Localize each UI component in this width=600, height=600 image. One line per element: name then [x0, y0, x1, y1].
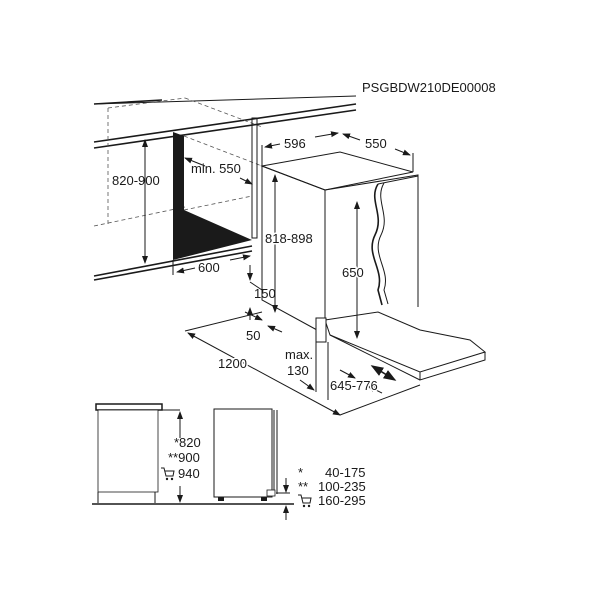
height-900: **900: [168, 450, 200, 465]
cart-icon: [298, 494, 312, 508]
door-height-label: 650: [342, 265, 364, 280]
range-mark-2: **: [298, 479, 308, 494]
side-view-appliance: [213, 408, 278, 501]
range-value-1: 40-175: [325, 465, 365, 480]
height-940: 940: [178, 466, 200, 481]
appliance-width-label: 596: [284, 136, 306, 151]
dishwasher: [260, 151, 487, 381]
height-820: *820: [174, 435, 201, 450]
slide-arrow-icon: [370, 365, 397, 381]
niche-side-wall: [173, 132, 252, 260]
niche-height-label: 820-900: [112, 173, 160, 188]
plinth-height-label: 150: [254, 286, 276, 301]
plinth-gap-label: 50: [246, 328, 260, 343]
niche-width-label: 600: [198, 260, 220, 275]
appliance-depth-label: 550: [365, 136, 387, 151]
plinth-depth-label: 645-776: [330, 378, 378, 393]
side-view-cabinet: [92, 403, 294, 505]
niche: [93, 95, 357, 281]
max-label: max.: [285, 347, 313, 362]
niche-depth-label: min. 550: [191, 161, 241, 176]
door-clearance-label: 1200: [218, 356, 247, 371]
cart-icon: [161, 467, 175, 481]
range-value-2: 100-235: [318, 479, 366, 494]
range-value-3: 160-295: [318, 493, 366, 508]
appliance-height-label: 818-898: [265, 231, 313, 246]
range-mark-1: *: [298, 465, 303, 480]
max-value: 130: [287, 363, 309, 378]
model-code: PSGBDW210DE00008: [362, 80, 496, 95]
open-door: [324, 311, 487, 373]
